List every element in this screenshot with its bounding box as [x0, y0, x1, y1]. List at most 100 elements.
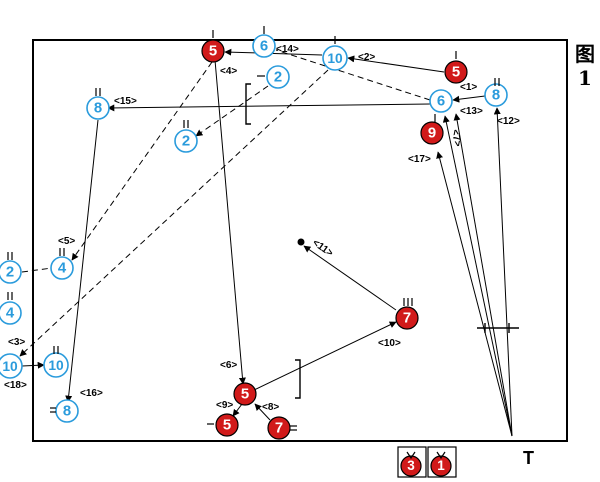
path-b10-r5 [224, 48, 323, 56]
player-piece-red-1: 1 [430, 455, 452, 477]
piece-number: 10 [2, 359, 18, 374]
piece-circle [322, 45, 348, 71]
piece-circle [429, 89, 453, 113]
piece-circle [215, 413, 239, 437]
player-piece-blue-10: 10 [43, 352, 69, 378]
move-label-3: <3> [8, 337, 25, 348]
dash-b2-b2 [195, 85, 269, 137]
path-b6-b8 [107, 103, 431, 112]
player-piece-red-7: 7 [395, 306, 419, 330]
piece-number: 6 [437, 94, 445, 110]
player-piece-red-5: 5 [444, 60, 468, 84]
legend-box-1 [397, 446, 427, 478]
piece-circle [420, 121, 444, 145]
player-piece-red-7: 7 [267, 416, 291, 440]
path-r7-r5 [254, 403, 271, 421]
piece-circle [0, 260, 22, 284]
piece-circle [233, 382, 257, 406]
figure-label-char: 图 [575, 42, 595, 66]
move-label-15: <15> [114, 96, 137, 107]
solid-paths [21, 48, 513, 437]
move-label-12: <12> [497, 116, 520, 127]
piece-number: 9 [428, 126, 436, 142]
piece-number: 6 [260, 39, 268, 55]
piece-circle [430, 455, 452, 477]
move-label-18: <18> [4, 380, 27, 391]
player-piece-red-3: 3 [400, 455, 422, 477]
dash-b6-b6 [275, 49, 431, 101]
piece-number: 2 [182, 134, 190, 150]
move-label-6: <6> [220, 360, 237, 371]
piece-number: 7 [275, 421, 283, 437]
piece-number: 2 [6, 265, 14, 281]
piece-number: 8 [94, 101, 102, 117]
piece-ticks [7, 26, 500, 460]
piece-number: 3 [407, 458, 415, 473]
player-piece-blue-6: 6 [429, 89, 453, 113]
player-piece-red-5: 5 [233, 382, 257, 406]
path-t-r9 [436, 151, 513, 437]
piece-circle [86, 96, 110, 120]
path-r7-dot [303, 245, 397, 311]
player-piece-red-5: 5 [215, 413, 239, 437]
piece-number: 10 [48, 358, 64, 373]
player-piece-blue-4: 4 [0, 301, 22, 325]
figure-label: 图 1 [574, 42, 596, 90]
field-border [32, 39, 568, 442]
piece-circle [0, 301, 22, 325]
move-label-5: <5> [58, 236, 75, 247]
move-label-13: <13> [460, 106, 483, 117]
path-b8-b6 [452, 95, 486, 103]
player-piece-blue-6: 6 [252, 34, 276, 58]
path-r5-r5low [232, 403, 243, 417]
figure-label-num: 1 [578, 66, 592, 90]
move-label-8: <8> [262, 402, 279, 413]
path-r5-r5 [214, 59, 246, 385]
path-b10-b10 [21, 361, 45, 369]
player-piece-blue-8: 8 [55, 399, 79, 423]
dash-r5-b4 [71, 61, 213, 261]
move-label-11: <11> [310, 237, 335, 259]
piece-circle [201, 39, 225, 63]
legend-box-2 [427, 446, 457, 478]
move-label-9: <9> [216, 400, 233, 411]
move-label-16: <16> [80, 388, 103, 399]
piece-number: 7 [403, 311, 411, 327]
move-label-7: <7> [449, 129, 463, 148]
piece-number: 5 [452, 65, 460, 81]
move-label-4: <4> [220, 66, 237, 77]
piece-number: 4 [58, 261, 67, 277]
move-label-1: <1> [460, 82, 477, 93]
player-piece-blue-10: 10 [322, 45, 348, 71]
piece-circle [0, 353, 23, 379]
move-label-10: <10> [378, 338, 401, 349]
path-t-b6 [442, 115, 513, 437]
path-r5-r7 [253, 321, 397, 391]
piece-circle [444, 60, 468, 84]
move-label-2: <2> [358, 52, 375, 63]
ball-dot [297, 238, 305, 246]
piece-circle [267, 416, 291, 440]
piece-circle [395, 306, 419, 330]
player-piece-blue-2: 2 [0, 260, 22, 284]
player-piece-blue-8: 8 [86, 96, 110, 120]
piece-circle [400, 455, 422, 477]
piece-circle [43, 352, 69, 378]
piece-number: 5 [241, 387, 249, 403]
player-piece-blue-8: 8 [484, 83, 508, 107]
piece-circle [174, 129, 198, 153]
piece-number: 5 [209, 44, 217, 60]
piece-circle [484, 83, 508, 107]
piece-circle [55, 399, 79, 423]
dashed-paths [19, 49, 431, 357]
t-marker: T [523, 448, 534, 468]
move-label-14: <14> [276, 44, 299, 55]
piece-circle [252, 34, 276, 58]
piece-circle [50, 256, 74, 280]
piece-number: 1 [437, 458, 445, 473]
piece-circle [266, 65, 290, 89]
piece-number: 4 [6, 306, 15, 322]
dash-b10-b10 [19, 69, 329, 357]
